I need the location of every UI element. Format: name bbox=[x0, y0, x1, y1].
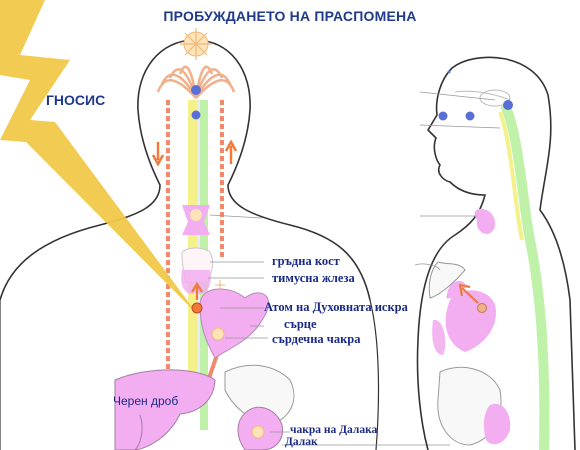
side-pineal-node bbox=[503, 100, 513, 110]
pineal-node bbox=[191, 85, 201, 95]
gnosis-label: ГНОСИС bbox=[46, 92, 106, 108]
gnosis-lightning bbox=[0, 0, 198, 315]
side-atom-node bbox=[477, 303, 487, 313]
liver-label: Черен дроб bbox=[113, 394, 179, 408]
down-arrow-icon bbox=[151, 142, 165, 167]
face-profile bbox=[416, 67, 487, 450]
heart-shape bbox=[199, 288, 269, 359]
front-leader-lines bbox=[208, 261, 450, 446]
side-spine-yellow bbox=[498, 111, 524, 241]
thymus-shape bbox=[181, 270, 211, 294]
spirit-atom-label: Атом на Духовната искра bbox=[264, 300, 408, 314]
side-sternum-shape bbox=[428, 261, 466, 299]
atom-up-arrow-icon bbox=[191, 281, 203, 300]
page-title: ПРОБУЖДАНЕТО НА ПРАСПОМЕНА bbox=[163, 8, 417, 24]
thymus-label: тимусна жлеза bbox=[272, 271, 355, 285]
heart-label: сърце bbox=[284, 317, 317, 331]
side-figure bbox=[414, 56, 576, 450]
heart-chakra-icon bbox=[211, 327, 225, 341]
side-third-eye-node bbox=[438, 111, 448, 121]
liver-shape bbox=[114, 369, 216, 450]
sternum-label: гръдна кост bbox=[272, 254, 340, 268]
side-pointer-arrow-icon bbox=[458, 283, 479, 304]
up-arrow-icon bbox=[224, 139, 238, 164]
spirit-atom-node bbox=[191, 302, 203, 314]
side-pituitary-node bbox=[465, 111, 475, 121]
stomach-shape bbox=[224, 364, 295, 426]
spleen-chakra-label: чакра на Далака bbox=[290, 424, 378, 436]
heart-chakra-label: сърдечна чакра bbox=[272, 332, 361, 346]
throat-chakra-icon bbox=[182, 205, 210, 235]
side-body-outline bbox=[451, 56, 576, 450]
crown-chakra-icon bbox=[180, 28, 212, 60]
spleen-chakra-icon bbox=[251, 425, 265, 439]
side-thyroid-shape bbox=[474, 208, 496, 234]
side-heart-shape bbox=[445, 290, 496, 352]
sparkle-icon bbox=[215, 280, 225, 290]
spleen-label: Далак bbox=[285, 436, 318, 448]
front-figure bbox=[0, 0, 450, 450]
pituitary-node bbox=[191, 110, 201, 120]
side-spine-green bbox=[500, 103, 550, 450]
